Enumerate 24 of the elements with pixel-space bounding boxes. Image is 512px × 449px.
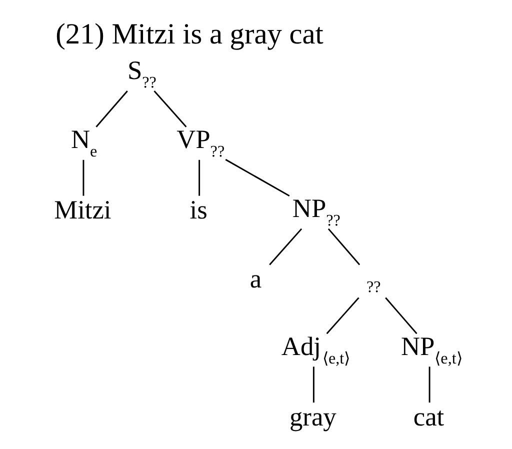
diagram-title: (21) Mitzi is a gray cat <box>55 18 323 50</box>
node-text: NP$_{⟨e,t⟩}$ <box>400 330 462 368</box>
connector <box>224 158 290 197</box>
connector <box>95 90 128 128</box>
connector <box>82 160 84 196</box>
connector <box>326 297 359 334</box>
connector <box>312 366 314 403</box>
connector <box>153 90 186 128</box>
node-text: ?? <box>366 279 380 296</box>
connector <box>428 366 430 403</box>
node-text: gray <box>288 401 336 432</box>
connector <box>198 160 200 196</box>
node-text: is <box>189 194 207 224</box>
node-text: cat <box>412 401 444 432</box>
node-text: Mitzi <box>54 194 111 224</box>
node-text: S$_{??}$ <box>126 55 156 92</box>
node-text: NP$_{??}$ <box>292 193 340 230</box>
node-text: VP$_{??}$ <box>176 124 224 161</box>
connector <box>327 228 360 266</box>
connector <box>384 297 417 334</box>
node-text: a <box>249 263 262 294</box>
node-text: N$_{e}$ <box>70 124 97 161</box>
connector <box>268 228 302 266</box>
node-text: Adj$_{⟨e,t⟩}$ <box>280 330 350 368</box>
